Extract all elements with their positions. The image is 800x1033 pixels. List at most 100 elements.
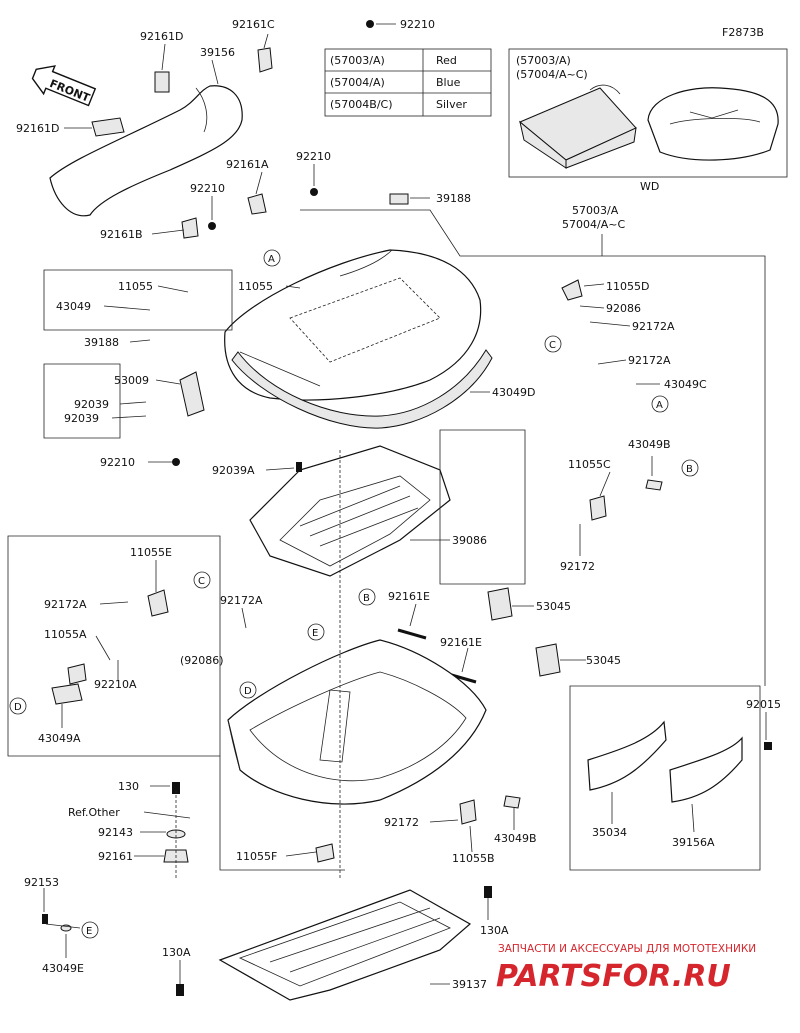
callout-d-1: D [244, 686, 252, 697]
label-ref-other: Ref.Other [68, 806, 120, 819]
callout-c-1: C [549, 340, 556, 351]
seal-43049a [51, 683, 83, 705]
label-43049b-a: 43049B [628, 438, 671, 451]
bracket-11055a [67, 663, 87, 685]
color-name-red: Red [436, 54, 457, 67]
clip-92015 [764, 742, 772, 750]
inner-liner [49, 85, 243, 217]
label-92172-b: 92172 [384, 816, 419, 829]
label-11055e: 11055E [130, 546, 172, 559]
bracket-92161b [181, 217, 199, 239]
panel-39156a [669, 736, 743, 803]
label-92172a-b: 92172A [628, 354, 671, 367]
label-11055-b: 11055 [238, 280, 273, 293]
color-table: (57003/A) Red (57004/A) Blue (57004B/C) … [324, 48, 492, 117]
pad-92161d-mid [91, 117, 125, 137]
label-57004ac: 57004/A~C [562, 218, 625, 231]
lid-seal-43049d [231, 349, 493, 429]
label-92210-c: 92210 [100, 456, 135, 469]
label-39156: 39156 [200, 46, 235, 59]
label-92086-paren: (92086) [180, 654, 224, 667]
bolt-130a-left [176, 984, 184, 996]
bolt-92153 [42, 914, 48, 924]
callouts: A A B B C C D D E E [9, 249, 699, 939]
seal-43049b-top [645, 479, 663, 491]
label-11055d: 11055D [606, 280, 649, 293]
bracket-92161a [247, 193, 267, 215]
label-57003a: 57003/A [572, 204, 619, 217]
color-name-blue: Blue [436, 76, 461, 89]
label-43049c: 43049C [664, 378, 707, 391]
callout-b-1: B [686, 464, 693, 475]
label-92161e-b: 92161E [440, 636, 482, 649]
color-name-silver: Silver [436, 98, 467, 111]
nut-92210-a [310, 188, 318, 196]
top-case-body [227, 639, 487, 805]
label-92039-a: 92039 [74, 398, 109, 411]
label-130a-right: 130A [480, 924, 509, 937]
wd-inset: (57003/A) (57004/A~C) WD [508, 48, 788, 193]
label-39156a: 39156A [672, 836, 715, 849]
inset-line-1: (57003/A) [516, 54, 571, 67]
label-92039-b: 92039 [64, 412, 99, 425]
label-39137: 39137 [452, 978, 487, 991]
pad-92161d-top [154, 71, 170, 93]
color-code-red: (57003/A) [330, 54, 385, 67]
inset-line-2: (57004/A~C) [516, 68, 588, 81]
inner-tray [249, 445, 451, 577]
label-43049d: 43049D [492, 386, 535, 399]
nut-92210-b [208, 222, 216, 230]
label-43049: 43049 [56, 300, 91, 313]
label-53045-b: 53045 [586, 654, 621, 667]
label-92172-a: 92172 [560, 560, 595, 573]
label-92161e-a: 92161E [388, 590, 430, 603]
label-130: 130 [118, 780, 139, 793]
callout-e-2: E [86, 926, 92, 937]
label-92086: 92086 [606, 302, 641, 315]
label-11055b: 11055B [452, 852, 495, 865]
diagram-code: F2873B [722, 26, 764, 39]
strip-92161e-a [397, 628, 427, 640]
bracket-92161c [257, 47, 273, 73]
label-92161: 92161 [98, 850, 133, 863]
bracket-11055d [561, 279, 583, 301]
label-39086: 39086 [452, 534, 487, 547]
label-130a-left: 130A [162, 946, 191, 959]
label-11055f: 11055F [236, 850, 277, 863]
label-11055a: 11055A [44, 628, 87, 641]
label-92161c: 92161C [232, 18, 275, 31]
latch-53045-a [487, 587, 513, 621]
label-92210a: 92210A [94, 678, 137, 691]
label-92161d-mid: 92161D [16, 122, 59, 135]
label-92015: 92015 [746, 698, 781, 711]
bracket-11055f [315, 843, 335, 863]
hinge-plate-53009 [179, 371, 205, 417]
callout-e-1: E [312, 628, 318, 639]
label-35034: 35034 [592, 826, 627, 839]
label-92161d-top: 92161D [140, 30, 183, 43]
label-43049a: 43049A [38, 732, 81, 745]
label-92161a: 92161A [226, 158, 269, 171]
bracket-11055c [589, 495, 607, 521]
label-92210-b: 92210 [190, 182, 225, 195]
bracket-11055e [147, 589, 169, 617]
callout-d-2: D [14, 702, 22, 713]
label-11055-a: 11055 [118, 280, 153, 293]
label-43049e: 43049E [42, 962, 84, 975]
bolt-130 [172, 782, 180, 794]
label-92172a-c: 92172A [44, 598, 87, 611]
clip-92039a [296, 462, 302, 472]
label-92210-a: 92210 [296, 150, 331, 163]
inset-caption: WD [640, 180, 659, 193]
callout-a-2: A [656, 400, 663, 411]
reflector-35034 [587, 720, 667, 791]
watermark-brand: PARTSFOR.RU [496, 959, 731, 994]
nut-92210-c [172, 458, 180, 466]
label-53045-a: 53045 [536, 600, 571, 613]
color-code-blue: (57004/A) [330, 76, 385, 89]
label-92153: 92153 [24, 876, 59, 889]
label-92172a-a: 92172A [632, 320, 675, 333]
nut-92210-top [366, 20, 374, 28]
